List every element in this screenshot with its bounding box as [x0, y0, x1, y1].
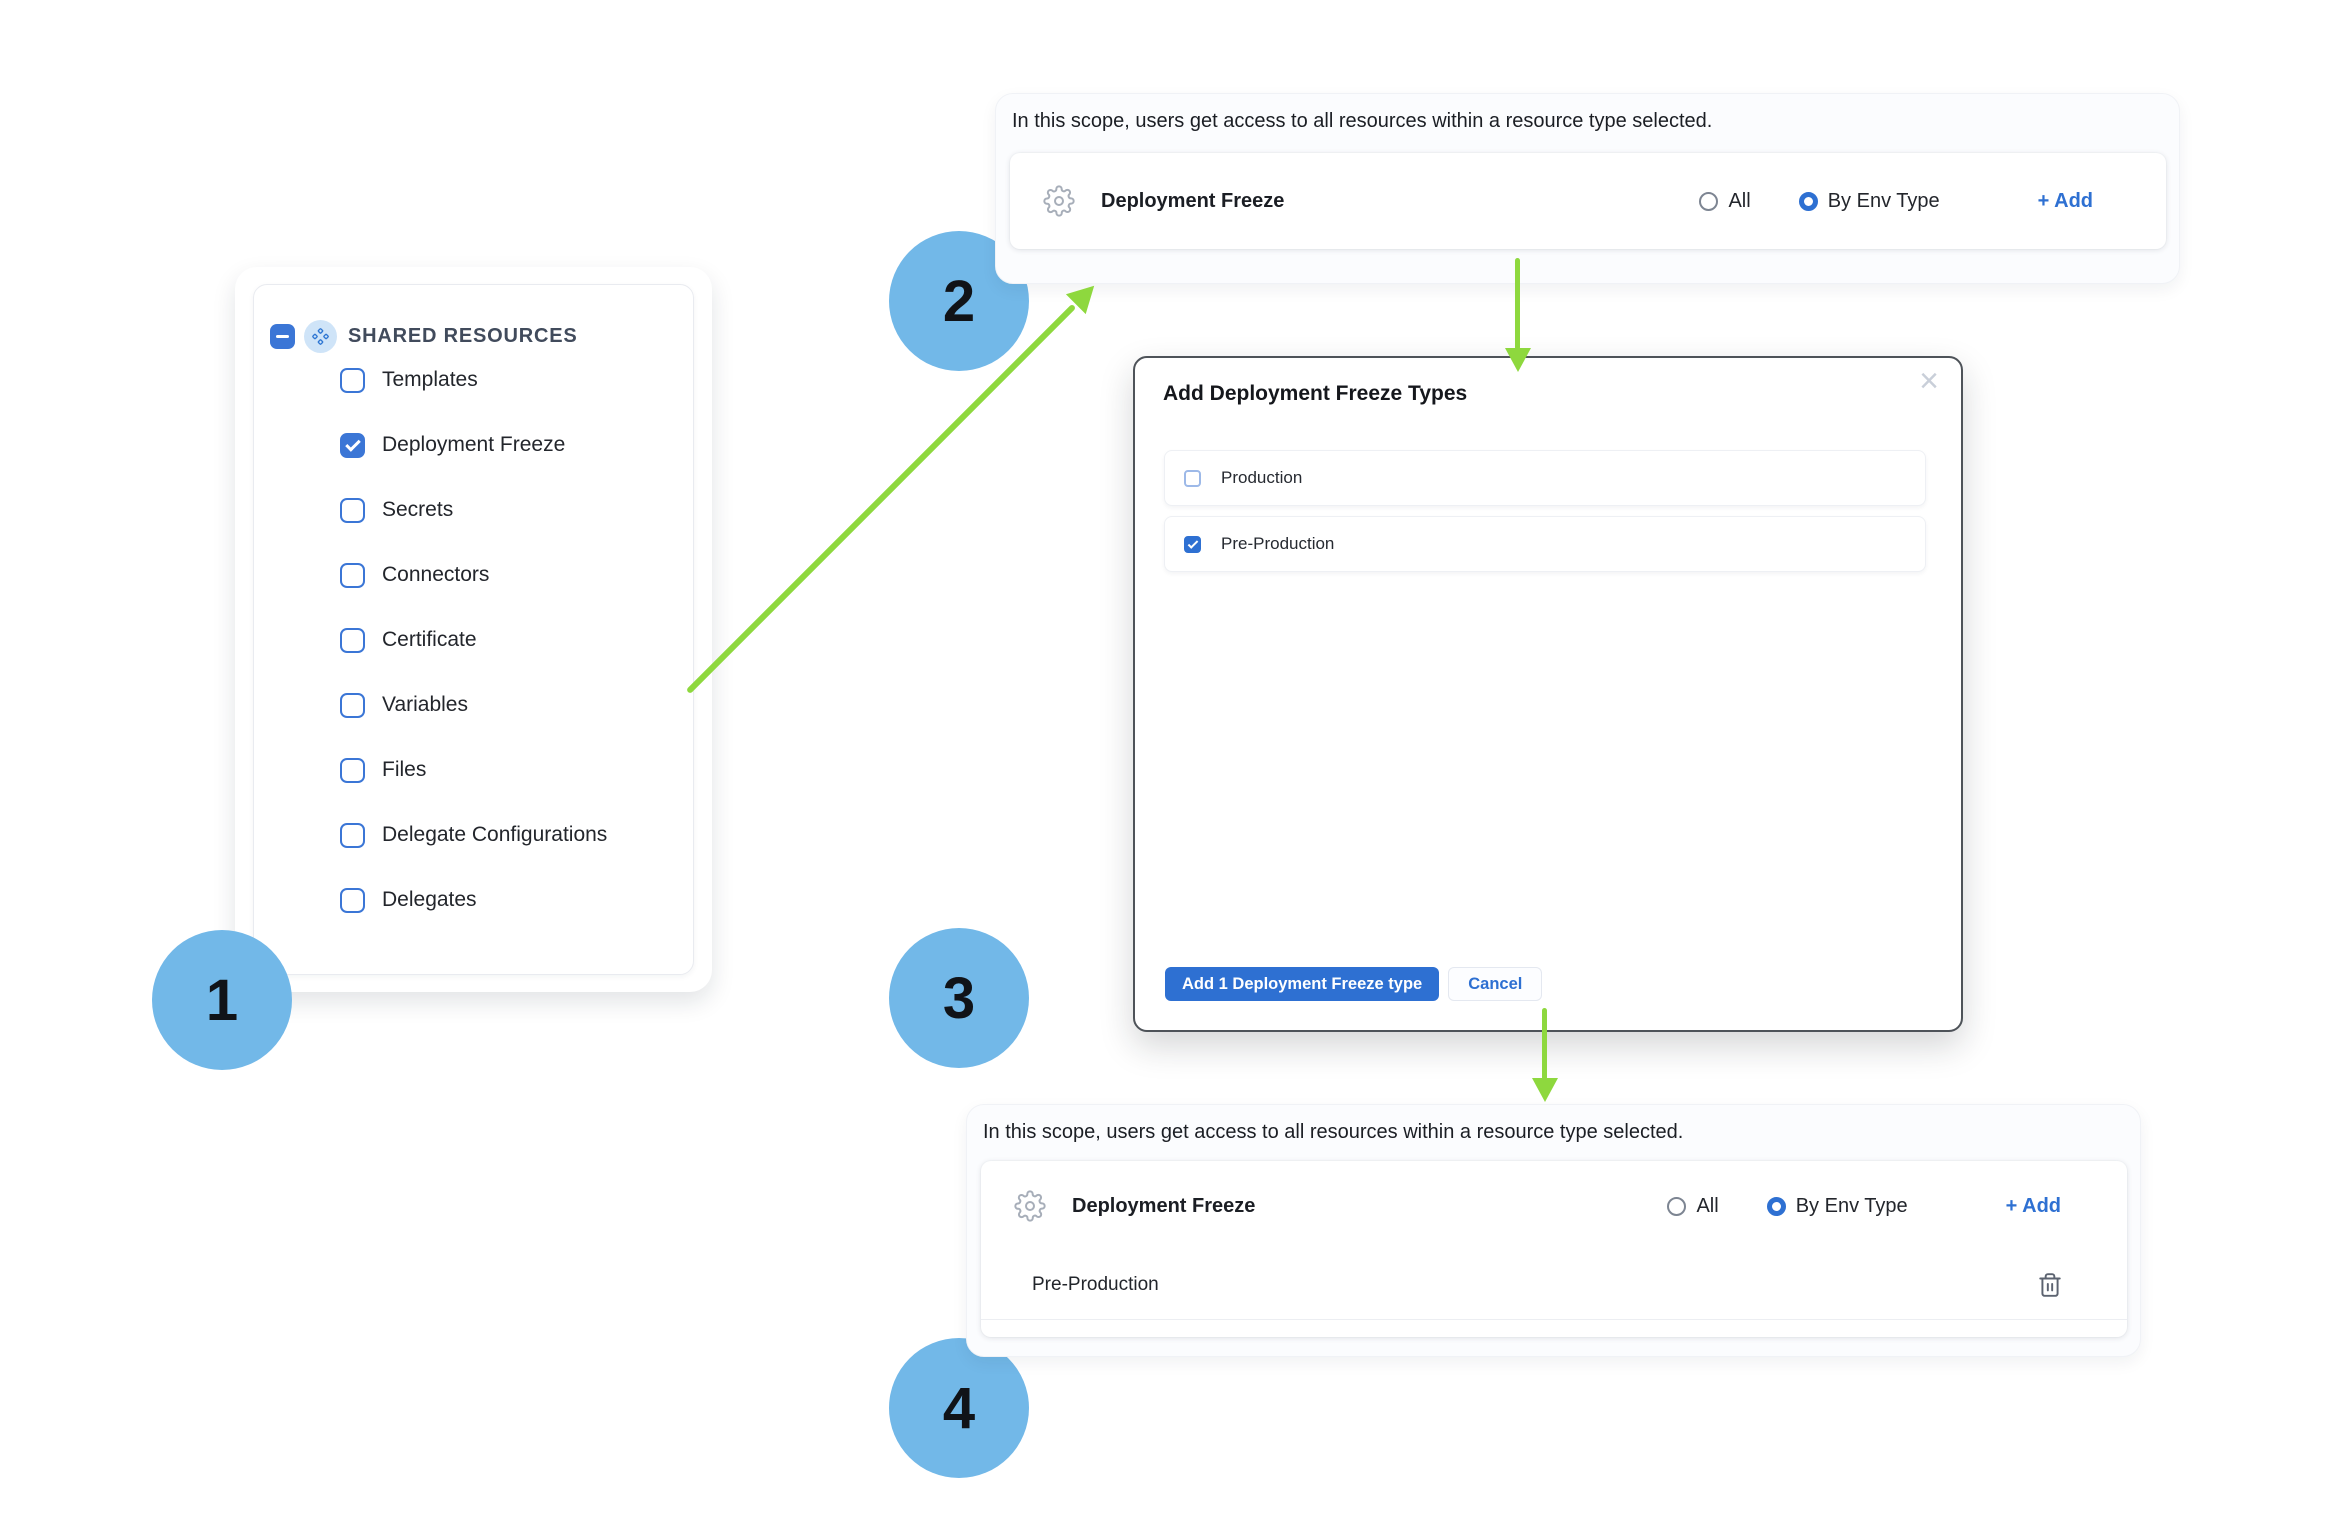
- resource-type-checkbox[interactable]: [340, 562, 365, 588]
- resource-type-label: Secrets: [382, 498, 454, 521]
- shared-resources-panel-border: [253, 284, 694, 975]
- delete-button[interactable]: [2037, 1272, 2063, 1298]
- step-badge-1: 1: [152, 930, 292, 1070]
- deployment-freeze-row: Deployment Freeze All By Env Type + Add: [1010, 153, 2166, 249]
- resource-type-row: Deployment Freeze: [340, 417, 607, 473]
- scope-radio-group: All By Env Type + Add: [1667, 1195, 2127, 1218]
- shared-resources-panel: SHARED RESOURCES Templates Deployment Fr…: [235, 267, 712, 992]
- resource-label: Deployment Freeze: [1072, 1194, 1256, 1217]
- deployment-freeze-card: Deployment Freeze All By Env Type + Add: [1010, 153, 2166, 249]
- resource-type-checkbox[interactable]: [340, 692, 365, 718]
- resource-type-checkbox[interactable]: [340, 887, 365, 913]
- radio-by-env-type[interactable]: [1798, 191, 1818, 211]
- resource-type-row: Connectors: [340, 547, 607, 603]
- resource-type-list: Templates Deployment Freeze Secrets Conn…: [340, 352, 607, 928]
- resource-label: Deployment Freeze: [1101, 189, 1285, 212]
- scope-description: In this scope, users get access to all r…: [983, 1121, 1684, 1143]
- step-badge-4: 4: [889, 1338, 1029, 1478]
- scope-radio-group: All By Env Type + Add: [1699, 190, 2166, 213]
- deployment-freeze-card: Deployment Freeze All By Env Type + Add …: [981, 1161, 2127, 1337]
- resource-type-row: Variables: [340, 677, 607, 733]
- resource-type-row: Secrets: [340, 482, 607, 538]
- trash-icon: [2039, 1273, 2061, 1297]
- gear-icon: [1043, 185, 1075, 217]
- radio-all[interactable]: [1667, 1196, 1687, 1216]
- close-icon[interactable]: ×: [1919, 362, 1939, 400]
- resource-type-checkbox[interactable]: [340, 627, 365, 653]
- resource-type-row: Certificate: [340, 612, 607, 668]
- radio-all[interactable]: [1699, 191, 1719, 211]
- freeze-type-checkbox[interactable]: [1184, 469, 1201, 487]
- modal-title: Add Deployment Freeze Types: [1163, 382, 1468, 405]
- resource-type-row: Templates: [340, 352, 607, 408]
- selected-type-list: Pre-Production: [981, 1251, 2127, 1320]
- resource-type-label: Deployment Freeze: [382, 433, 566, 456]
- resource-type-label: Variables: [382, 693, 468, 716]
- resource-type-row: Delegates: [340, 872, 607, 928]
- freeze-type-row: Pre-Production: [1164, 516, 1926, 572]
- radio-by-env-label: By Env Type: [1795, 1194, 1908, 1217]
- arrow-step3-to-step4-line: [1542, 1008, 1547, 1080]
- scope-panel-result: In this scope, users get access to all r…: [966, 1104, 2141, 1357]
- resource-type-label: Delegate Configurations: [382, 823, 608, 846]
- resource-type-label: Delegates: [382, 888, 477, 911]
- add-link[interactable]: + Add: [2037, 189, 2093, 212]
- resource-type-checkbox[interactable]: [340, 822, 365, 848]
- arrow-step2-to-step3-head: [1505, 348, 1531, 372]
- radio-by-env-label: By Env Type: [1827, 189, 1940, 212]
- resource-type-checkbox[interactable]: [340, 757, 365, 783]
- step-number: 1: [205, 967, 239, 1033]
- add-freeze-type-button[interactable]: Add 1 Deployment Freeze type: [1165, 967, 1440, 1001]
- resource-type-checkbox[interactable]: [340, 497, 365, 523]
- resource-type-checkbox[interactable]: [340, 367, 365, 393]
- add-link[interactable]: + Add: [2005, 1194, 2061, 1217]
- minus-icon: [276, 335, 289, 338]
- resource-type-label: Connectors: [382, 563, 490, 586]
- freeze-type-row: Production: [1164, 450, 1926, 506]
- resource-type-label: Files: [382, 758, 427, 781]
- deployment-freeze-row: Deployment Freeze All By Env Type + Add: [981, 1161, 2127, 1251]
- freeze-type-label: Production: [1221, 468, 1303, 487]
- resource-type-label: Templates: [382, 368, 478, 391]
- shared-resources-icon: [304, 320, 337, 353]
- selected-type-label: Pre-Production: [1032, 1274, 1159, 1295]
- gear-icon: [1014, 1190, 1046, 1222]
- step-badge-3: 3: [889, 928, 1029, 1068]
- step-number: 2: [942, 268, 976, 334]
- arrow-step2-to-step3-line: [1515, 258, 1520, 350]
- radio-all-label: All: [1728, 189, 1751, 212]
- resource-type-label: Certificate: [382, 628, 477, 651]
- shared-resources-header: SHARED RESOURCES: [270, 320, 578, 353]
- arrow-step1-to-step2-line: [685, 303, 1077, 695]
- arrow-step3-to-step4-head: [1532, 1078, 1558, 1102]
- step-number: 3: [942, 965, 976, 1031]
- shared-resources-title: SHARED RESOURCES: [348, 325, 578, 347]
- collapse-button[interactable]: [270, 324, 295, 349]
- radio-all-label: All: [1696, 1194, 1719, 1217]
- scope-description: In this scope, users get access to all r…: [1012, 110, 1713, 132]
- resource-type-row: Delegate Configurations: [340, 807, 607, 863]
- radio-by-env-type[interactable]: [1766, 1196, 1786, 1216]
- add-deployment-freeze-types-modal: Add Deployment Freeze Types × Production…: [1133, 356, 1963, 1032]
- resource-type-row: Files: [340, 742, 607, 798]
- step-number: 4: [942, 1375, 976, 1441]
- modal-footer: Add 1 Deployment Freeze type Cancel: [1165, 967, 1543, 1001]
- scope-panel-initial: In this scope, users get access to all r…: [995, 93, 2180, 284]
- freeze-type-label: Pre-Production: [1221, 534, 1335, 553]
- resource-type-checkbox[interactable]: [340, 432, 365, 458]
- cancel-button[interactable]: Cancel: [1448, 967, 1543, 1001]
- selected-type-row: Pre-Production: [981, 1251, 2127, 1320]
- freeze-type-options: Production Pre-Production: [1164, 450, 1926, 572]
- freeze-type-checkbox[interactable]: [1184, 535, 1201, 553]
